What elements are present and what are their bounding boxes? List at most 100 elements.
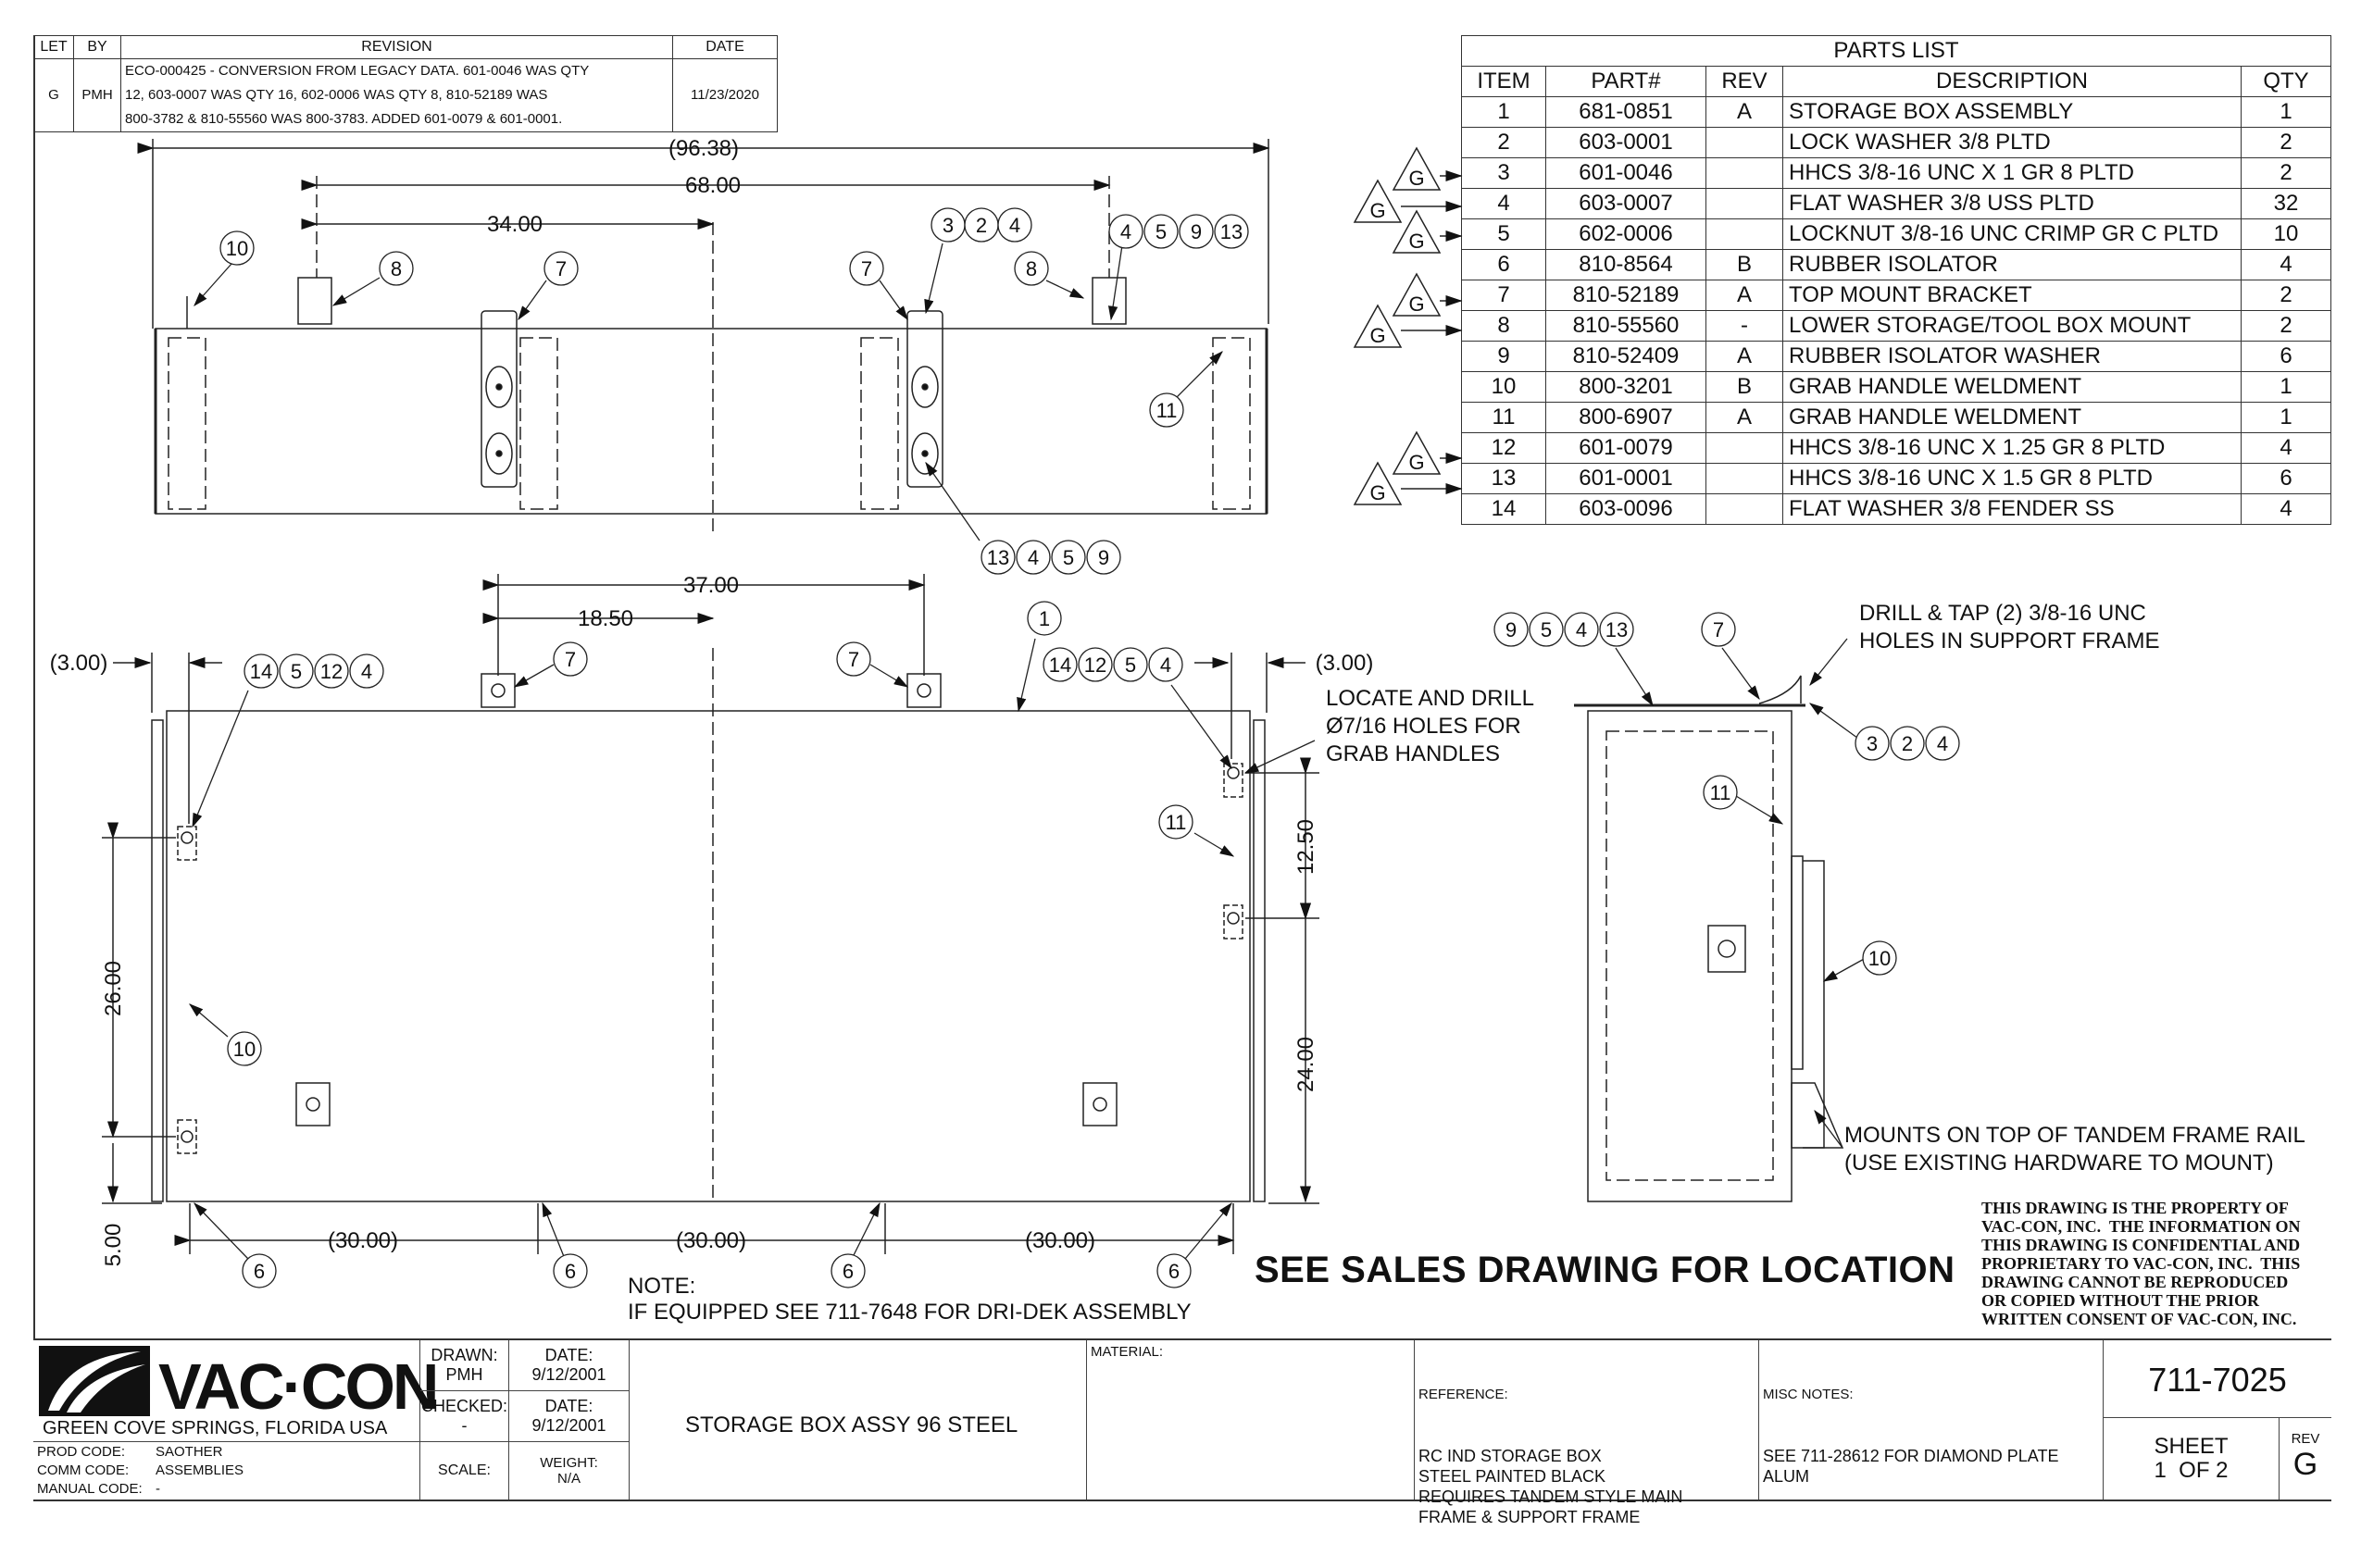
part-number: 810-52409 (1545, 341, 1706, 372)
svg-text:9: 9 (1505, 618, 1517, 641)
svg-text:14: 14 (1049, 653, 1071, 677)
part-number: 681-0851 (1545, 96, 1706, 128)
svg-text:8: 8 (391, 257, 402, 280)
part-number: 800-3201 (1545, 371, 1706, 403)
svg-text:G: G (1408, 292, 1424, 316)
description: STORAGE BOX ASSEMBLY (1782, 96, 2242, 128)
svg-text:10: 10 (1868, 947, 1891, 970)
qty: 6 (2241, 341, 2331, 372)
note-title: NOTE: (628, 1274, 696, 1299)
revision-flag-icons (1353, 146, 1463, 505)
sheet-number: 1 OF 2 (2154, 1458, 2229, 1483)
description: LOWER STORAGE/TOOL BOX MOUNT (1782, 310, 2242, 342)
balloon-icons (219, 207, 1960, 1288)
qty: 2 (2241, 280, 2331, 311)
svg-text:5: 5 (1541, 618, 1552, 641)
item: 6 (1461, 249, 1546, 280)
side-view-box (1587, 710, 1793, 1202)
proprietary-notice: THIS DRAWING IS THE PROPERTY OF VAC-CON,… (1981, 1199, 2301, 1328)
vaccon-swoosh-icon (39, 1346, 150, 1416)
comm-code: ASSEMBLIES (156, 1462, 244, 1478)
svg-text:34.00: 34.00 (487, 212, 543, 237)
svg-text:(3.00): (3.00) (1316, 651, 1374, 676)
svg-text:4: 4 (1009, 214, 1020, 237)
svg-text:12: 12 (1084, 653, 1106, 677)
svg-text:10: 10 (233, 1038, 256, 1061)
prod-code-label: PROD CODE: (37, 1444, 126, 1460)
misc-notes-label: MISC NOTES: (1763, 1387, 1854, 1402)
description: FLAT WASHER 3/8 USS PLTD (1782, 188, 2242, 219)
reference-label: REFERENCE: (1418, 1387, 1508, 1402)
part-number: 602-0006 (1545, 218, 1706, 250)
prod-code: SAOTHER (156, 1444, 223, 1460)
qty: 10 (2241, 218, 2331, 250)
svg-text:5: 5 (291, 660, 302, 683)
parts-header-part: PART# (1545, 66, 1706, 97)
rev-date: 11/23/2020 (672, 58, 778, 132)
rev (1705, 188, 1783, 219)
svg-text:5: 5 (1063, 546, 1074, 569)
material-label: MATERIAL: (1091, 1344, 1164, 1360)
rev-header-let: LET (33, 35, 74, 59)
svg-text:14: 14 (250, 660, 272, 683)
item: 13 (1461, 463, 1546, 494)
svg-text:8: 8 (1026, 257, 1037, 280)
drawing-number: 711-7025 (2104, 1340, 2331, 1418)
description: RUBBER ISOLATOR WASHER (1782, 341, 2242, 372)
svg-text:7: 7 (861, 257, 872, 280)
svg-text:5.00: 5.00 (101, 1224, 126, 1267)
drawn-label: DRAWN: (431, 1346, 498, 1364)
rev (1705, 493, 1783, 525)
note-text: IF EQUIPPED SEE 711-7648 FOR DRI-DEK ASS… (628, 1300, 1192, 1325)
svg-text:4: 4 (1937, 732, 1948, 755)
company-location: GREEN COVE SPRINGS, FLORIDA USA (43, 1418, 388, 1438)
manual-code: - (156, 1481, 160, 1497)
svg-text:(30.00): (30.00) (1025, 1228, 1095, 1253)
manual-code-label: MANUAL CODE: (37, 1481, 143, 1497)
rev (1705, 218, 1783, 250)
qty: 6 (2241, 463, 2331, 494)
rev-label: REV (2291, 1431, 2320, 1447)
rev: B (1705, 249, 1783, 280)
svg-text:7: 7 (565, 648, 576, 671)
item: 3 (1461, 157, 1546, 189)
svg-text:4: 4 (1120, 220, 1131, 243)
item: 8 (1461, 310, 1546, 342)
qty: 1 (2241, 371, 2331, 403)
qty: 2 (2241, 157, 2331, 189)
svg-text:(30.00): (30.00) (328, 1228, 398, 1253)
svg-text:(3.00): (3.00) (50, 651, 108, 676)
item: 14 (1461, 493, 1546, 525)
frame-border-left (33, 35, 35, 1340)
rev-text-line: 12, 603-0007 WAS QTY 16, 602-0006 WAS QT… (125, 87, 548, 103)
svg-text:13: 13 (1220, 220, 1243, 243)
svg-text:6: 6 (843, 1260, 854, 1283)
description: HHCS 3/8-16 UNC X 1.5 GR 8 PLTD (1782, 463, 2242, 494)
qty: 4 (2241, 493, 2331, 525)
svg-text:(96.38): (96.38) (668, 136, 739, 161)
svg-text:9: 9 (1191, 220, 1202, 243)
svg-text:G: G (1408, 230, 1424, 253)
scale-label: SCALE: (420, 1442, 509, 1500)
svg-text:3: 3 (1867, 732, 1878, 755)
description: HHCS 3/8-16 UNC X 1 GR 8 PLTD (1782, 157, 2242, 189)
svg-text:26.00: 26.00 (101, 961, 126, 1016)
svg-text:11: 11 (1710, 781, 1731, 804)
svg-text:13: 13 (987, 546, 1009, 569)
mount-annotation: MOUNTS ON TOP OF TANDEM FRAME RAIL (USE … (1844, 1123, 2305, 1176)
rev-by: PMH (73, 58, 121, 132)
svg-text:6: 6 (565, 1260, 576, 1283)
description: LOCKNUT 3/8-16 UNC CRIMP GR C PLTD (1782, 218, 2242, 250)
rev-letter: G (2292, 1447, 2318, 1482)
part-number: 810-55560 (1545, 310, 1706, 342)
description: RUBBER ISOLATOR (1782, 249, 2242, 280)
company-name: VAC·CON (158, 1350, 439, 1423)
part-number: 601-0001 (1545, 463, 1706, 494)
svg-text:13: 13 (1605, 618, 1628, 641)
